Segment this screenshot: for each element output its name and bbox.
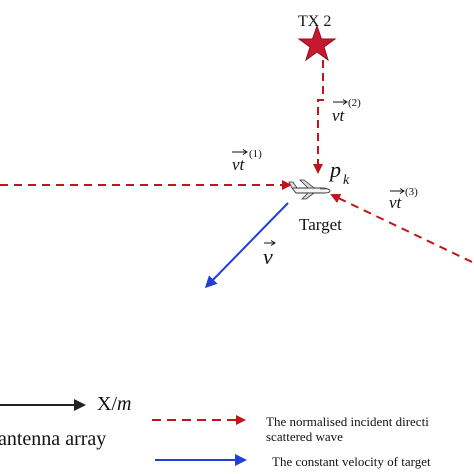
- vt2-label: vt (2): [332, 97, 361, 125]
- velocity-label: v: [263, 240, 276, 269]
- legend-incident-line2: scattered wave: [266, 429, 343, 444]
- svg-text:(1): (1): [249, 148, 262, 160]
- svg-text:X/m: X/m: [97, 393, 131, 415]
- tx2-label: TX 2: [298, 13, 331, 30]
- svg-text:p: p: [328, 157, 341, 182]
- svg-text:vt: vt: [232, 155, 246, 174]
- legend-antenna-text: antenna array: [0, 428, 106, 450]
- svg-text:vt: vt: [332, 106, 346, 125]
- airplane-icon: [288, 179, 331, 200]
- svg-text:vt: vt: [389, 193, 403, 212]
- velocity-vector: [204, 202, 289, 289]
- svg-text:(3): (3): [405, 186, 418, 198]
- legend-incident-line1: The normalised incident directi: [266, 414, 429, 429]
- vt3-label: vt (3): [389, 186, 418, 212]
- tx2-star-icon: [297, 24, 337, 62]
- vt1-label: vt (1): [232, 148, 262, 174]
- svg-text:(2): (2): [348, 97, 361, 109]
- target-label: Target: [299, 215, 342, 234]
- pk-label: p k: [328, 157, 350, 188]
- x-axis-label: X/m: [97, 393, 131, 415]
- svg-text:v: v: [263, 244, 273, 269]
- svg-text:k: k: [343, 173, 350, 188]
- incident-path-3: [330, 193, 473, 263]
- legend-velocity-text: The constant velocity of target: [272, 454, 431, 469]
- incident-path-2: [313, 60, 324, 174]
